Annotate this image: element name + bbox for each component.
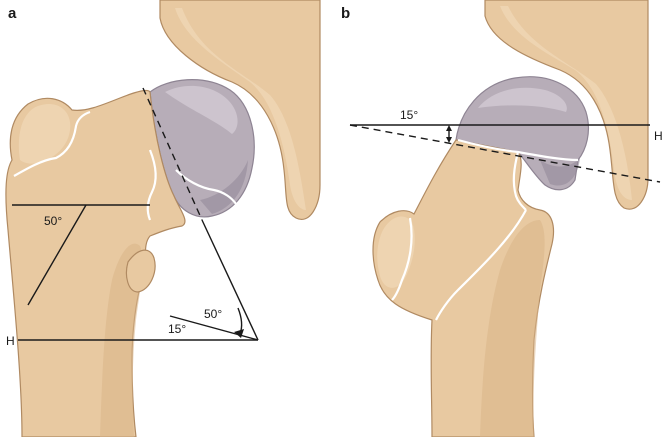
fracture-line-a-head <box>175 169 237 205</box>
fracture-line-a-neck <box>146 149 157 221</box>
tilt-arrow-head-down-b <box>446 137 452 143</box>
fifteen-degree-line-a <box>169 315 259 341</box>
horizontal-label-b: H <box>654 129 663 143</box>
dashed-tilt-line-b <box>349 124 661 183</box>
angle-label-tilt-b: 15° <box>400 108 418 122</box>
acetabulum-a <box>159 0 321 221</box>
fracture-line-b-trochanter <box>391 217 413 301</box>
panel-label-b: b <box>341 5 350 22</box>
fracture-line-a-trochanter <box>13 110 91 177</box>
panel-label-a: a <box>8 5 17 22</box>
angle-arc-arrow-a <box>234 329 244 338</box>
lesser-trochanter-a <box>125 249 156 293</box>
neck-axis-line-a <box>201 219 259 341</box>
panel-a: a 50° 50° 15° H <box>5 0 321 437</box>
acetabulum-b <box>484 0 649 210</box>
angle-label-neck-a: 50° <box>204 307 222 321</box>
panel-b: b 15° H <box>341 0 663 437</box>
dashed-neck-axis-a <box>142 87 203 221</box>
tilt-arrow-head-up-b <box>446 125 452 131</box>
fracture-line-b-neck <box>512 151 527 211</box>
fracture-line-b-shaft <box>435 209 527 321</box>
horizontal-label-a: H <box>6 334 15 348</box>
angle-label-shaft-a: 50° <box>44 214 62 228</box>
angle-label-horizontal-a: 15° <box>168 322 186 336</box>
fifty-degree-line-a <box>27 204 87 306</box>
